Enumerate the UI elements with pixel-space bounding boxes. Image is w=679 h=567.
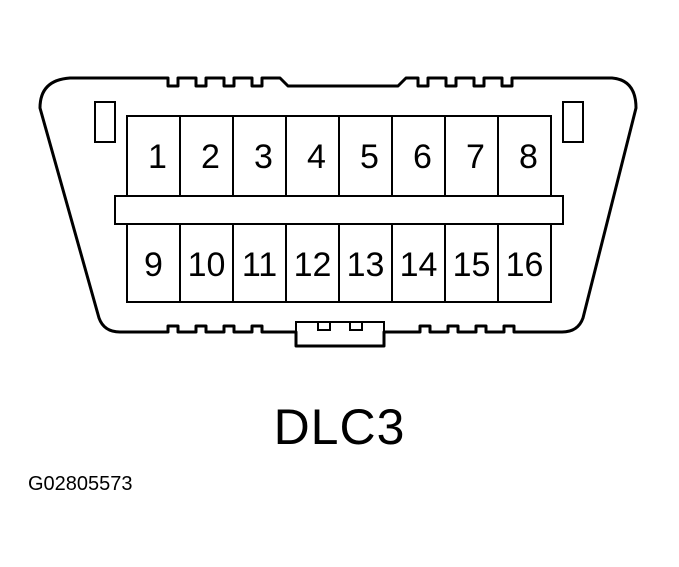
bottom-pin-row: 9 10 11 12 13 14 15 16 bbox=[126, 223, 552, 303]
pin-cell-9 bbox=[126, 223, 181, 303]
pin-number-6: 6 bbox=[413, 138, 432, 176]
pin-cell-3 bbox=[232, 115, 287, 197]
pin-number-11: 11 bbox=[242, 246, 277, 284]
left-latch-slot bbox=[94, 101, 116, 143]
pin-number-16: 16 bbox=[506, 246, 544, 284]
right-latch-slot bbox=[562, 101, 584, 143]
pin-cell-1 bbox=[126, 115, 181, 197]
pin-number-13: 13 bbox=[347, 246, 385, 284]
pin-number-8: 8 bbox=[519, 138, 538, 176]
pin-number-10: 10 bbox=[188, 246, 226, 284]
pin-cell-16 bbox=[497, 223, 552, 303]
pin-cell-12 bbox=[285, 223, 340, 303]
pin-cell-10 bbox=[179, 223, 234, 303]
pin-number-5: 5 bbox=[360, 138, 379, 176]
pin-number-3: 3 bbox=[254, 138, 273, 176]
connector-label: DLC3 bbox=[273, 399, 406, 455]
pin-cell-4 bbox=[285, 115, 340, 197]
center-separator-bar bbox=[114, 195, 564, 225]
pin-number-14: 14 bbox=[400, 246, 438, 284]
pin-cell-7 bbox=[444, 115, 499, 197]
pin-number-12: 12 bbox=[294, 246, 332, 284]
pin-cell-15 bbox=[444, 223, 499, 303]
pin-number-4: 4 bbox=[307, 138, 326, 176]
pin-cell-8 bbox=[497, 115, 552, 197]
connector-shell bbox=[38, 76, 638, 348]
pin-cell-14 bbox=[391, 223, 446, 303]
reference-code: G02805573 bbox=[28, 473, 133, 495]
pin-cell-5 bbox=[338, 115, 393, 197]
pin-number-7: 7 bbox=[466, 138, 485, 176]
pin-number-15: 15 bbox=[453, 246, 491, 284]
pin-number-1: 1 bbox=[148, 138, 167, 176]
bottom-key-tab bbox=[295, 321, 385, 332]
pin-number-2: 2 bbox=[201, 138, 220, 176]
pin-number-9: 9 bbox=[144, 246, 163, 284]
